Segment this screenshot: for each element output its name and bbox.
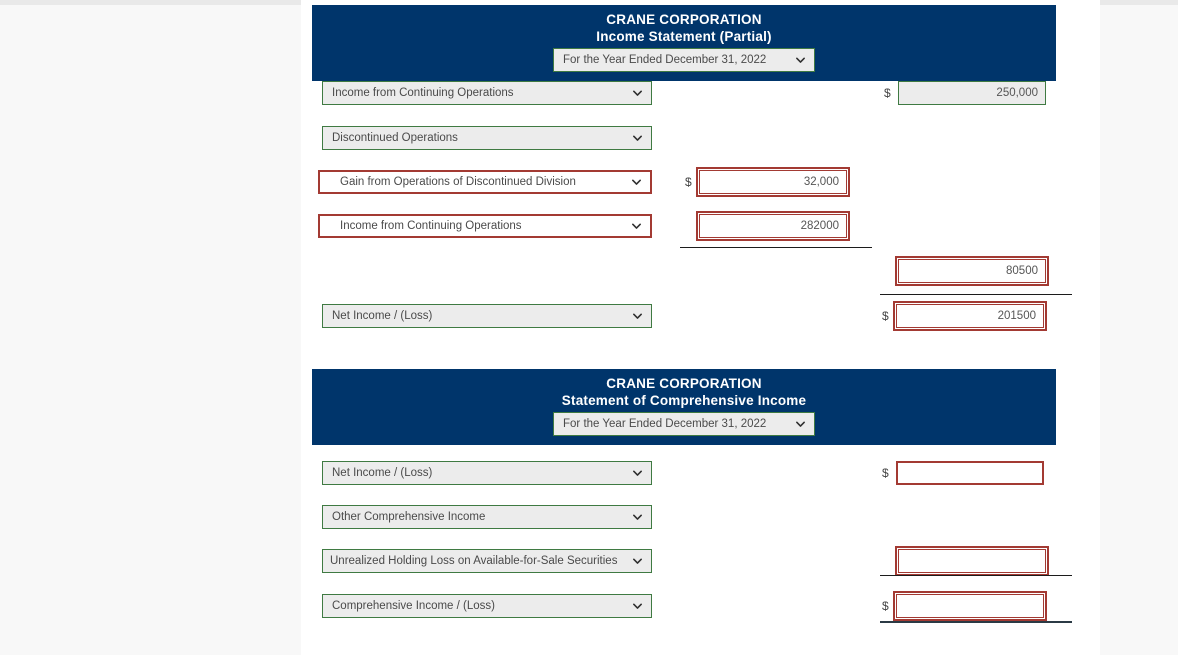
chevron-down-icon bbox=[796, 421, 805, 427]
row-label-cell: Net Income / (Loss) bbox=[322, 304, 652, 328]
chevron-down-icon bbox=[633, 313, 642, 319]
chevron-down-icon bbox=[633, 135, 642, 141]
amount-input-unrealized-holding-loss[interactable] bbox=[895, 546, 1049, 576]
amount-input-income-from-continuing-operations-2[interactable]: 282000 bbox=[696, 211, 850, 241]
amount-input-comprehensive-income-loss[interactable] bbox=[893, 591, 1047, 621]
table-row: Net Income / (Loss) $ bbox=[312, 461, 1056, 487]
amount-cell-right: $ 250,000 bbox=[884, 81, 1046, 105]
content-panel: CRANE CORPORATION Income Statement (Part… bbox=[301, 0, 1100, 655]
income-statement-partial: CRANE CORPORATION Income Statement (Part… bbox=[312, 5, 1072, 331]
account-select-unrealized-holding-loss[interactable]: Unrealized Holding Loss on Available-for… bbox=[322, 549, 652, 573]
dollar-sign: $ bbox=[884, 86, 891, 100]
period-select-value: For the Year Ended December 31, 2022 bbox=[563, 418, 767, 430]
dollar-sign: $ bbox=[882, 466, 889, 480]
statement-of-comprehensive-income: CRANE CORPORATION Statement of Comprehen… bbox=[312, 369, 1072, 623]
account-select-value: Gain from Operations of Discontinued Div… bbox=[340, 176, 576, 188]
dollar-sign: $ bbox=[882, 599, 889, 613]
subtotal-rule-right bbox=[880, 294, 1072, 295]
period-select-value: For the Year Ended December 31, 2022 bbox=[563, 54, 767, 66]
table-row: 80500 bbox=[312, 256, 1056, 286]
amount-input-subtotal-80500[interactable]: 80500 bbox=[895, 256, 1049, 286]
table-row: Income from Continuing Operations $ 250,… bbox=[312, 81, 1056, 107]
chevron-down-icon bbox=[632, 223, 641, 229]
account-select-value: Income from Continuing Operations bbox=[340, 220, 522, 232]
account-select-net-income-loss-ci[interactable]: Net Income / (Loss) bbox=[322, 461, 652, 485]
row-label-cell: Gain from Operations of Discontinued Div… bbox=[318, 170, 654, 194]
account-select-gain-from-operations-of-discontinued-division[interactable]: Gain from Operations of Discontinued Div… bbox=[318, 170, 652, 194]
account-select-value: Discontinued Operations bbox=[332, 132, 458, 144]
row-label-cell: Discontinued Operations bbox=[322, 126, 652, 150]
subtotal-rule-mid bbox=[680, 247, 872, 248]
account-select-value: Comprehensive Income / (Loss) bbox=[332, 600, 495, 612]
row-label-cell: Other Comprehensive Income bbox=[322, 505, 652, 529]
grand-total-rule bbox=[880, 621, 1072, 623]
chevron-down-icon bbox=[633, 470, 642, 476]
amount-cell-mid: $ 32,000 bbox=[685, 167, 850, 197]
amount-cell-right: 80500 bbox=[884, 256, 1049, 286]
account-select-discontinued-operations[interactable]: Discontinued Operations bbox=[322, 126, 652, 150]
chevron-down-icon bbox=[633, 90, 642, 96]
amount-input-net-income-loss[interactable]: 201500 bbox=[893, 301, 1047, 331]
amount-cell-right bbox=[884, 546, 1049, 576]
table-row: Income from Continuing Operations 282000 bbox=[312, 211, 1056, 241]
amount-cell-right: $ bbox=[882, 591, 1047, 621]
statement-header: CRANE CORPORATION Income Statement (Part… bbox=[312, 5, 1056, 81]
period-select-income-statement[interactable]: For the Year Ended December 31, 2022 bbox=[553, 48, 815, 72]
company-name: CRANE CORPORATION bbox=[606, 12, 762, 27]
table-row: Net Income / (Loss) $ 201500 bbox=[312, 301, 1056, 331]
amount-cell-mid: 282000 bbox=[685, 211, 850, 241]
dollar-sign: $ bbox=[685, 175, 692, 189]
table-row: Gain from Operations of Discontinued Div… bbox=[312, 167, 1056, 197]
chevron-down-icon bbox=[796, 57, 805, 63]
statement-title: Income Statement (Partial) bbox=[596, 29, 772, 44]
row-label-cell: Comprehensive Income / (Loss) bbox=[322, 594, 652, 618]
account-select-value: Net Income / (Loss) bbox=[332, 310, 433, 322]
row-label-cell: Income from Continuing Operations bbox=[322, 81, 652, 105]
company-name: CRANE CORPORATION bbox=[606, 376, 762, 391]
table-row: Discontinued Operations bbox=[312, 126, 1056, 152]
statement-header: CRANE CORPORATION Statement of Comprehen… bbox=[312, 369, 1056, 445]
account-select-income-from-continuing-operations-2[interactable]: Income from Continuing Operations bbox=[318, 214, 652, 238]
account-select-value: Other Comprehensive Income bbox=[332, 511, 486, 523]
account-select-income-from-continuing-operations[interactable]: Income from Continuing Operations bbox=[322, 81, 652, 105]
amount-cell-right: $ 201500 bbox=[882, 301, 1047, 331]
row-label-cell: Unrealized Holding Loss on Available-for… bbox=[322, 549, 652, 573]
amount-cell-right: $ bbox=[882, 461, 1044, 485]
row-label-cell: Income from Continuing Operations bbox=[318, 214, 654, 238]
account-select-comprehensive-income-loss[interactable]: Comprehensive Income / (Loss) bbox=[322, 594, 652, 618]
chevron-down-icon bbox=[632, 179, 641, 185]
account-select-other-comprehensive-income[interactable]: Other Comprehensive Income bbox=[322, 505, 652, 529]
chevron-down-icon bbox=[633, 558, 642, 564]
amount-input-net-income-loss-ci[interactable] bbox=[896, 461, 1044, 485]
amount-input-income-from-continuing-operations[interactable]: 250,000 bbox=[898, 81, 1046, 105]
account-select-value: Income from Continuing Operations bbox=[332, 87, 514, 99]
table-row: Comprehensive Income / (Loss) $ bbox=[312, 591, 1056, 621]
row-label-cell: Net Income / (Loss) bbox=[322, 461, 652, 485]
table-row: Unrealized Holding Loss on Available-for… bbox=[312, 546, 1056, 576]
dollar-sign: $ bbox=[882, 309, 889, 323]
account-select-net-income-loss[interactable]: Net Income / (Loss) bbox=[322, 304, 652, 328]
amount-input-gain-from-operations-of-discontinued-division[interactable]: 32,000 bbox=[696, 167, 850, 197]
chevron-down-icon bbox=[633, 514, 642, 520]
chevron-down-icon bbox=[633, 603, 642, 609]
statement-title: Statement of Comprehensive Income bbox=[561, 393, 807, 408]
subtotal-rule-right-ci bbox=[880, 575, 1072, 576]
table-row: Other Comprehensive Income bbox=[312, 505, 1056, 531]
period-select-comprehensive-income[interactable]: For the Year Ended December 31, 2022 bbox=[553, 412, 815, 436]
account-select-value: Unrealized Holding Loss on Available-for… bbox=[330, 555, 618, 567]
account-select-value: Net Income / (Loss) bbox=[332, 467, 433, 479]
